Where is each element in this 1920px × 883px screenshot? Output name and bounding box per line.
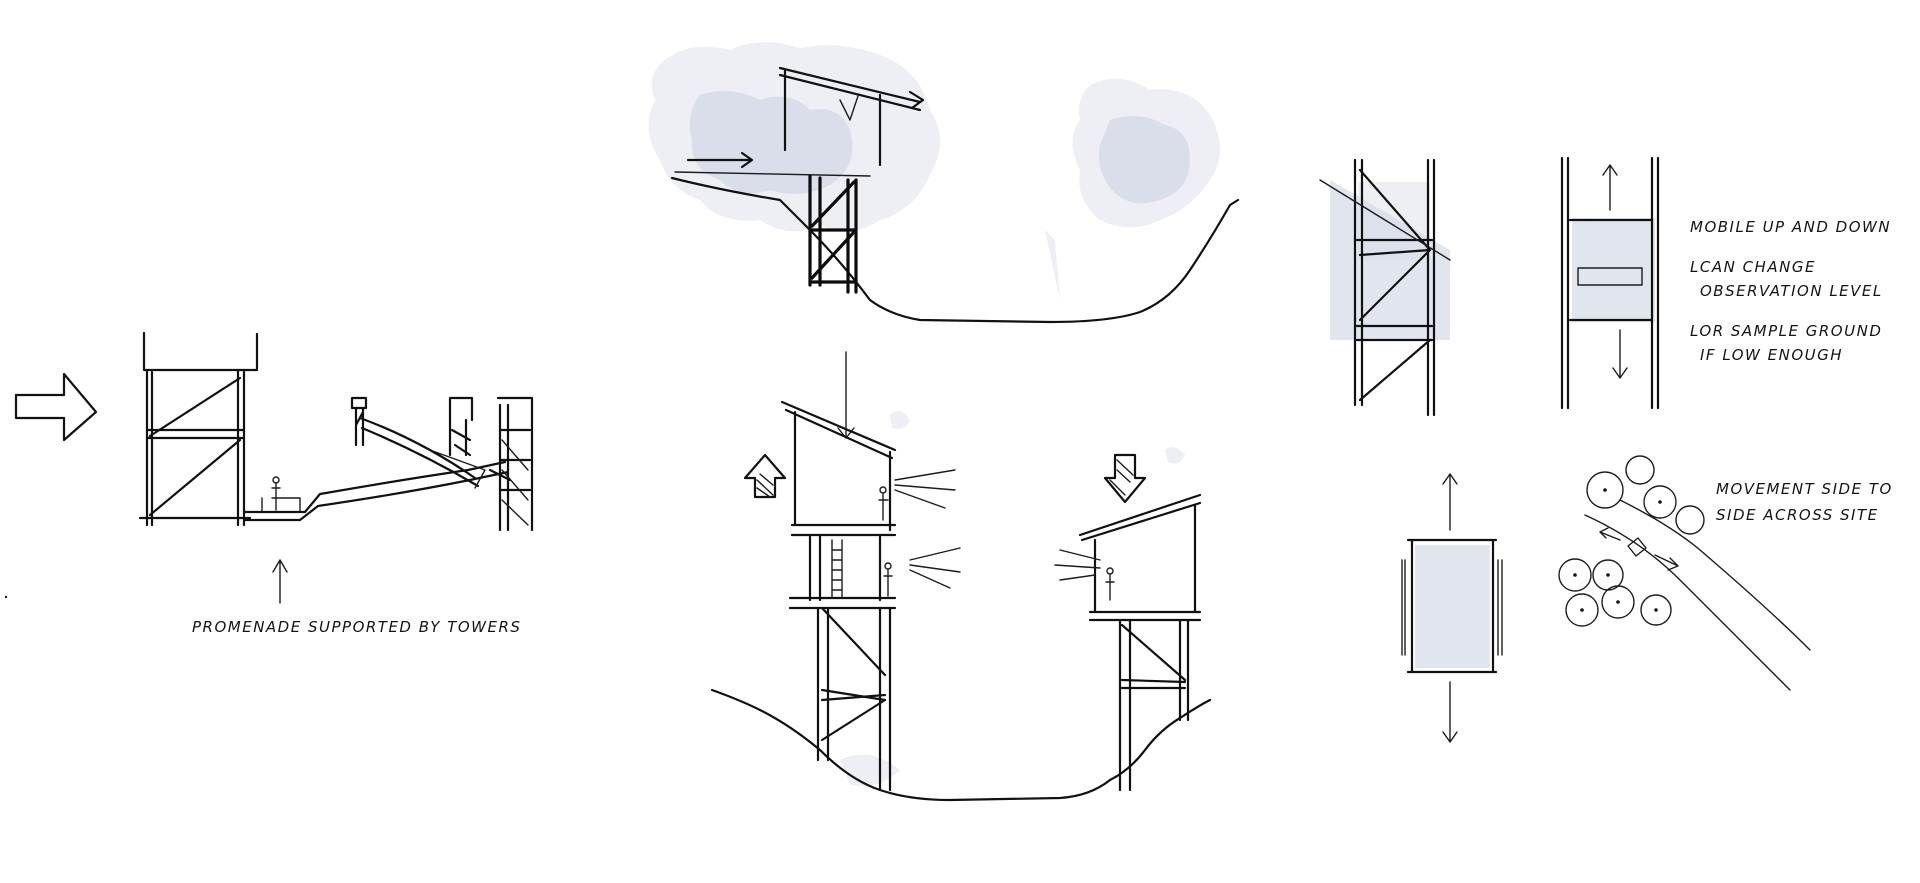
- small-tower: [350, 396, 486, 489]
- left-tower: [138, 331, 259, 527]
- mobile-label-4: LOR SAMPLE GROUND: [1690, 322, 1882, 340]
- mobile-label-2: LCAN CHANGE: [1690, 258, 1816, 276]
- mobile-label-3: OBSERVATION LEVEL: [1700, 282, 1883, 300]
- entry-arrow-icon: [14, 372, 98, 442]
- down-arrow-icon: [1612, 329, 1628, 379]
- trees: [1558, 455, 1705, 627]
- side-arrow-icon: [1654, 554, 1679, 571]
- promenade-label: PROMENADE SUPPORTED BY TOWERS: [192, 618, 521, 636]
- side-arrow-icon: [1599, 527, 1621, 541]
- mobile-label-1: MOBILE UP AND DOWN: [1690, 218, 1891, 236]
- movement-plan: MOVEMENT SIDE TO SIDE ACROSS SITE: [1401, 455, 1893, 743]
- tower-section: [710, 351, 1212, 802]
- mobile-label-5: IF LOW ENOUGH: [1700, 346, 1843, 364]
- up-arrow-icon: [743, 453, 787, 499]
- right-towers: [448, 396, 534, 532]
- promenade-walkway: [242, 460, 510, 522]
- promenade-sketch: PROMENADE SUPPORTED BY TOWERS: [14, 331, 534, 636]
- promenade-arrow-icon: [272, 559, 288, 604]
- movement-label-1: MOVEMENT SIDE TO: [1716, 480, 1893, 498]
- down-arrow-icon: [1103, 453, 1147, 504]
- up-arrow-icon: [1602, 164, 1618, 211]
- movement-label-2: SIDE ACROSS SITE: [1716, 506, 1879, 524]
- mobile-platform: MOBILE UP AND DOWN LCAN CHANGE OBSERVATI…: [1319, 156, 1891, 417]
- canopy-section: [648, 41, 1240, 324]
